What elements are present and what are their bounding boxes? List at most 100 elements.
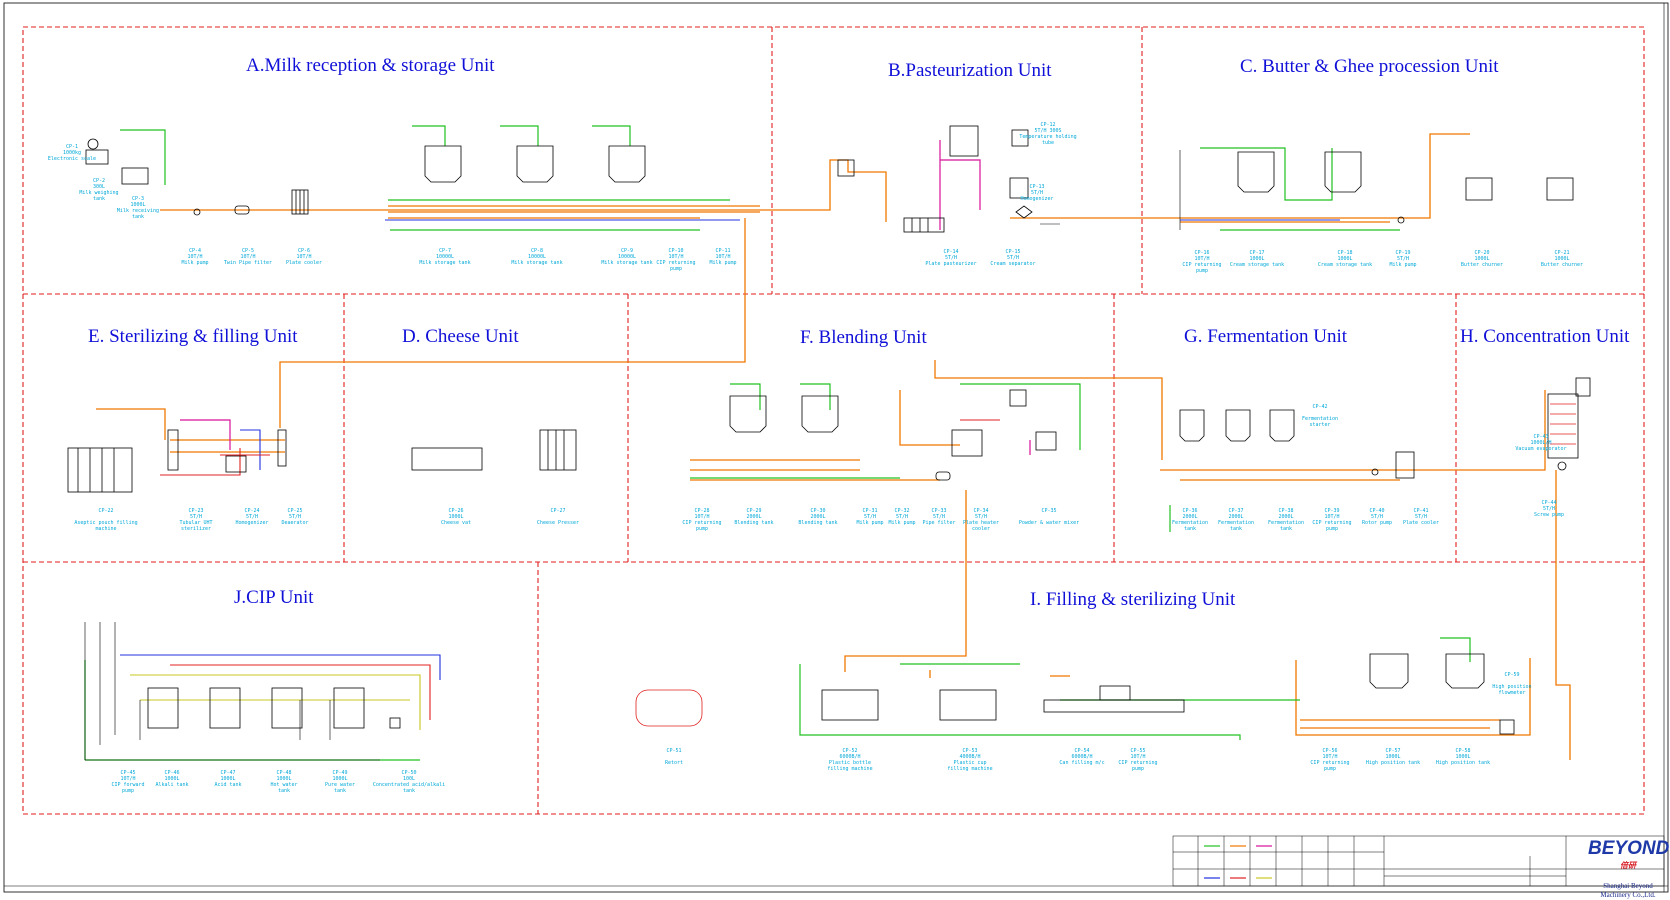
equipment-label-line: CP-7 xyxy=(438,248,452,254)
equipment-label-line: 5T/H xyxy=(944,255,958,261)
equipment-label-line: 10T/H xyxy=(240,254,256,260)
equipment-label-line: Fermentation xyxy=(1217,520,1255,526)
equipment-label-line: 5T/H xyxy=(1396,256,1410,262)
equipment-label-line: 1000L/H xyxy=(1530,440,1552,446)
equipment-label-line: cooler xyxy=(971,526,991,532)
unit-d-equipment xyxy=(411,429,577,471)
equipment-label-line: pump xyxy=(1323,766,1337,772)
unit-i-equipment xyxy=(635,653,1515,735)
equipment-label-line: Cheese vat xyxy=(440,520,472,526)
equipment-label-line: Cream separator xyxy=(990,261,1036,267)
equipment-label-line: Milk pump xyxy=(709,260,737,266)
equipment-label-line: sterilizer xyxy=(180,526,212,532)
equipment-label-line: CP-30 xyxy=(810,508,826,514)
equipment-label-line: Milk storage tank xyxy=(601,260,653,266)
equipment-label-line: CP-8 xyxy=(530,248,544,254)
equipment-label-line: CP-19 xyxy=(1395,250,1411,256)
equipment-label-line: CP-9 xyxy=(620,248,634,254)
equipment-label-line: CP-39 xyxy=(1324,508,1340,514)
equipment-label-line: Can filling m/c xyxy=(1059,760,1105,766)
equipment-label-line: CP-21 xyxy=(1554,250,1570,256)
equipment-label-line: CIP returning xyxy=(656,260,696,266)
equipment-label-line: filling machine xyxy=(947,766,993,772)
equipment-label-line: CP-15 xyxy=(1005,249,1021,255)
equipment-label-line: CP-53 xyxy=(962,748,978,754)
equipment-label-line: CP-47 xyxy=(220,770,236,776)
unit-e-equipment xyxy=(67,429,287,493)
unit-b-title: B.Pasteurization Unit xyxy=(888,60,1052,81)
equipment-label-line: Electronic scale xyxy=(47,156,97,162)
equipment-label-line: CP-34 xyxy=(973,508,989,514)
equipment-label-line: 10T/H xyxy=(1322,754,1338,760)
equipment-label-line: CP-2 xyxy=(92,178,106,184)
equipment-label-line: tank xyxy=(1279,526,1293,532)
equipment-label-line: Concentrated acid/alkali xyxy=(372,782,446,788)
equipment-label-line: 5T/H xyxy=(895,514,909,520)
equipment-label-line: CP-12 xyxy=(1040,122,1056,128)
equipment-label-line: Pipe filter xyxy=(922,520,956,526)
equipment-label-line: 6000B/H xyxy=(1071,754,1093,760)
equipment-label: CP-27 Cheese Presser xyxy=(530,508,586,526)
equipment-label-line: tank xyxy=(92,196,106,202)
unit-h-title: H. Concentration Unit xyxy=(1460,326,1630,347)
company-name-line-2: Machinery Co.,Ltd. xyxy=(1600,891,1656,899)
equipment-label-line: 2000L xyxy=(810,514,826,520)
equipment-label-line: Plate heater xyxy=(962,520,1000,526)
equipment-label-line: CP-52 xyxy=(842,748,858,754)
equipment-label-line: tank xyxy=(402,788,416,794)
logo-mark: BEYOND倍研 xyxy=(1588,838,1670,882)
equipment-label-line: 100L xyxy=(402,776,416,782)
equipment-label-line: Milk receiving xyxy=(116,208,160,214)
equipment-label-line: 5T/H xyxy=(1370,514,1384,520)
equipment-label-line: CP-4 xyxy=(188,248,202,254)
equipment-label-line: 5T/H xyxy=(189,514,203,520)
equipment-label-line: Aseptic pouch filling xyxy=(74,520,138,526)
equipment-label-line: tube xyxy=(1041,140,1055,146)
equipment-label-line: CP-11 xyxy=(715,248,731,254)
equipment-label-line: 1000L xyxy=(1249,256,1265,262)
equipment-label-line: 5T/H 300S xyxy=(1034,128,1062,134)
equipment-label-line: Fermentation xyxy=(1267,520,1305,526)
equipment-label-line: Tubular UHT xyxy=(179,520,213,526)
equipment-label-line: Butter churner xyxy=(1540,262,1584,268)
company-name-line-1: Shanghai Beyond xyxy=(1603,882,1653,890)
equipment-label-line: machine xyxy=(95,526,117,532)
equipment-label-line: CP-6 xyxy=(297,248,311,254)
unit-c-equipment xyxy=(1237,151,1574,224)
equipment-label-line: 10000L xyxy=(435,254,455,260)
equipment-label-line: pump xyxy=(1195,268,1209,274)
equipment-label-line: Plastic cup xyxy=(953,760,987,766)
equipment-label-line: 10T/H xyxy=(296,254,312,260)
equipment-label-line: CP-25 xyxy=(287,508,303,514)
equipment-label-line: CP-41 xyxy=(1413,508,1429,514)
equipment-label-line: tank xyxy=(1183,526,1197,532)
equipment-label-line: CP-18 xyxy=(1337,250,1353,256)
equipment-label-line: 1000L xyxy=(130,202,146,208)
logo-wordmark: BEYOND xyxy=(1588,838,1670,859)
equipment-label-line: Milk pump xyxy=(888,520,916,526)
equipment-label-line: CP-28 xyxy=(694,508,710,514)
equipment-label-line: Plate cooler xyxy=(285,260,323,266)
equipment-label-line: CP-14 xyxy=(943,249,959,255)
equipment-label-line: Blending tank xyxy=(734,520,774,526)
equipment-label-line: High position tank xyxy=(1365,760,1421,766)
equipment-label-line: CP-46 xyxy=(164,770,180,776)
